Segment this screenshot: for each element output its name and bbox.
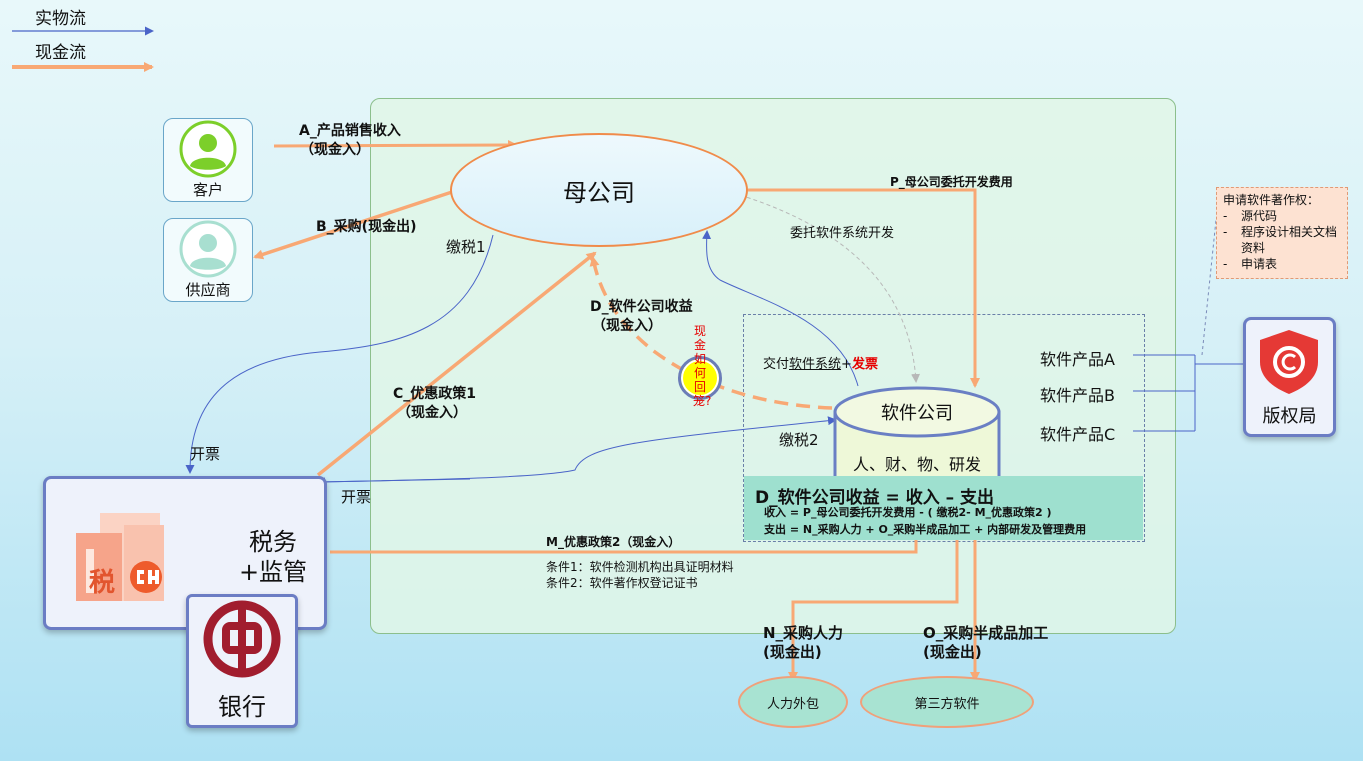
software-company-label: 软件公司 (881, 403, 953, 424)
deliver-label: 交付软件系统+发票 (763, 353, 878, 372)
flow-a-label: A_产品销售收入 (299, 123, 401, 139)
labor-outsourcing-label: 人力外包 (766, 696, 819, 712)
customer-node[interactable]: 客户 (163, 118, 253, 202)
tax-building-icon: 税 (76, 513, 164, 601)
person-icon (179, 120, 237, 178)
flow-o-sublabel: (现金出) (923, 643, 982, 661)
flow-b-label: B_采购(现金出) (316, 219, 417, 235)
formula-box: D_软件公司收益 = 收入 – 支出 收入 = P_母公司委托开发费用 - ( … (744, 476, 1143, 540)
invoice2-arrow (316, 477, 471, 487)
software-company-zone (743, 314, 1145, 542)
note-connector (1201, 219, 1217, 356)
product-b: 软件产品B (1040, 386, 1115, 405)
parent-company-label: 母公司 (563, 178, 635, 207)
copyright-application-note: 申请软件著作权： -源代码 -程序设计相关文档资料 -申请表 (1216, 187, 1348, 279)
tax2-arrow (317, 416, 837, 483)
flow-d-label: D_软件公司收益 (590, 299, 693, 315)
tax2-label: 缴税2 (779, 431, 819, 449)
deliver-arrow (702, 230, 859, 387)
note-title: 申请软件著作权： (1223, 193, 1320, 207)
flow-n-arrow (788, 540, 959, 682)
formula-expense: 支出 = N_采购人力 + O_采购半成品加工 + 内部研发及管理费用 (764, 523, 1087, 536)
software-company-node[interactable]: 软件公司 人、财、物、研发 (832, 384, 1002, 490)
legend-cash-label: 现金流 (35, 43, 86, 63)
formula-income: 收入 = P_母公司委托开发费用 - ( 缴税2- M_优惠政策2 ) (764, 506, 1052, 519)
copyright-office-node[interactable]: 版权局 (1243, 317, 1336, 437)
note-item: -申请表 (1223, 257, 1278, 271)
deliver-item: 软件系统 (789, 357, 842, 372)
person-icon (179, 220, 237, 278)
legend-physical-label: 实物流 (35, 9, 86, 29)
product-c: 软件产品C (1040, 425, 1116, 444)
commission-arrow (739, 194, 921, 383)
flow-n-sublabel: (现金出) (763, 643, 822, 661)
software-company-resources: 人、财、物、研发 (852, 455, 981, 474)
cash-return-question: 现金如何回笼? (693, 324, 712, 408)
labor-outsourcing-node[interactable]: 人力外包 (738, 676, 848, 728)
invoice1-label: 开票 (190, 445, 221, 463)
flow-b-arrow (253, 190, 453, 260)
tax1-arrow (185, 234, 494, 474)
note-item: -程序设计相关文档资料 (1223, 225, 1338, 255)
supplier-label: 供应商 (185, 281, 231, 299)
cash-return-marker (678, 356, 722, 400)
flow-m-label: M_优惠政策2（现金入） (546, 535, 681, 549)
flow-d-sublabel: （现金入） (592, 318, 662, 334)
product-a: 软件产品A (1040, 350, 1115, 369)
invoice2-label: 开票 (341, 488, 372, 506)
tax-supervision-label: 税务 +监管 (238, 528, 308, 586)
condition-1: 条件1：软件检测机构出具证明材料 (546, 560, 734, 574)
bank-node[interactable]: 银行 (186, 594, 298, 728)
deliver-plus: + (841, 357, 852, 372)
deliver-prefix: 交付 (763, 357, 790, 372)
customer-label: 客户 (192, 181, 223, 199)
tax1-label: 缴税1 (446, 238, 486, 256)
flow-c-label: C_优惠政策1 (393, 386, 477, 402)
flow-c-arrow (316, 251, 597, 477)
flow-c-sublabel: （现金入） (397, 405, 467, 421)
supplier-node[interactable]: 供应商 (163, 218, 253, 302)
parent-company-node[interactable]: 母公司 (450, 133, 748, 247)
flow-d-arrow (589, 256, 833, 410)
third-party-software-node[interactable]: 第三方软件 (860, 676, 1034, 728)
flow-n-label: N_采购人力 (763, 624, 844, 642)
third-party-software-label: 第三方软件 (914, 696, 980, 712)
flow-a-sublabel: （现金入） (300, 142, 370, 158)
flow-p-arrow (748, 188, 980, 388)
tax-icon-char: 税 (89, 568, 115, 598)
flow-p-label: P_母公司委托开发费用 (890, 175, 1013, 189)
bank-label: 银行 (218, 693, 266, 721)
flow-a-arrow (273, 140, 518, 151)
deliver-invoice: 发票 (851, 357, 878, 372)
commission-label: 委托软件系统开发 (790, 226, 895, 241)
condition-2: 条件2：软件著作权登记证书 (546, 576, 698, 590)
formula-title: D_软件公司收益 = 收入 – 支出 (755, 488, 995, 508)
bank-logo-icon (203, 600, 281, 678)
copyright-shield-icon (1260, 330, 1318, 394)
copyright-office-label: 版权局 (1262, 406, 1317, 427)
note-item: -源代码 (1223, 209, 1278, 223)
flow-o-label: O_采购半成品加工 (923, 624, 1049, 642)
